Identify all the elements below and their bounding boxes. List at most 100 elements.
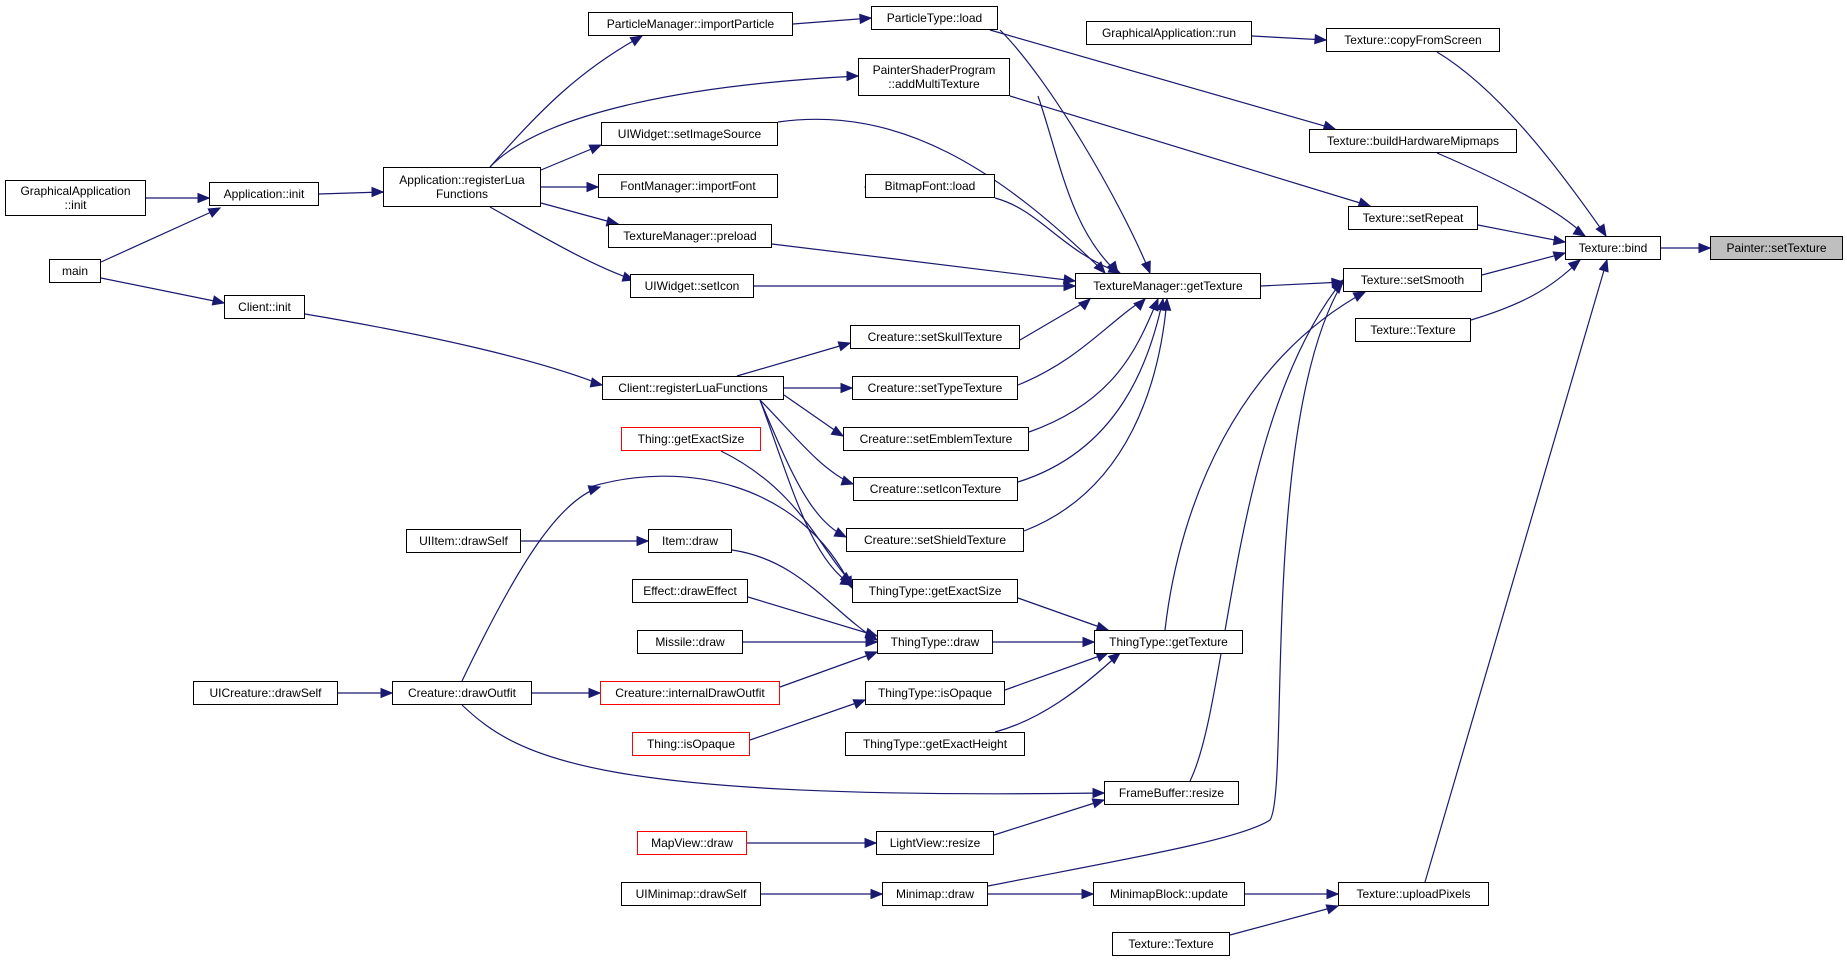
node-map-view-draw-truncated[interactable]: MapView::draw xyxy=(637,831,747,855)
node-particle-manager-import-particle[interactable]: ParticleManager::importParticle xyxy=(588,12,793,36)
node-minimap-draw[interactable]: Minimap::draw xyxy=(882,882,988,906)
node-creature-set-icon-texture[interactable]: Creature::setIconTexture xyxy=(853,477,1018,501)
edge-line xyxy=(1260,281,1344,287)
edge-line xyxy=(783,394,844,437)
node-thing-type-get-texture[interactable]: ThingType::getTexture xyxy=(1094,630,1243,654)
node-minimap-block-update[interactable]: MinimapBlock::update xyxy=(1093,882,1245,906)
node-creature-set-skull-texture[interactable]: Creature::setSkullTexture xyxy=(850,325,1020,349)
edge-line xyxy=(1189,279,1344,782)
node-texture-upload-pixels[interactable]: Texture::uploadPixels xyxy=(1338,882,1489,906)
node-thing-type-is-opaque[interactable]: ThingType::isOpaque xyxy=(865,681,1005,705)
edge-line xyxy=(993,799,1105,836)
edge-arrowhead xyxy=(852,699,867,710)
node-client-register-lua-functions[interactable]: Client::registerLuaFunctions xyxy=(602,376,784,400)
node-main[interactable]: main xyxy=(49,259,101,283)
node-texture-bind[interactable]: Texture::bind xyxy=(1565,236,1661,260)
node-painter-set-texture-focus[interactable]: Painter::setTexture xyxy=(1710,236,1843,260)
node-particle-type-load[interactable]: ParticleType::load xyxy=(871,6,998,30)
node-thing-type-get-exact-height[interactable]: ThingType::getExactHeight xyxy=(845,732,1025,756)
node-thing-type-draw[interactable]: ThingType::draw xyxy=(877,630,993,654)
node-thing-type-get-exact-size[interactable]: ThingType::getExactSize xyxy=(852,579,1018,603)
node-creature-set-shield-texture[interactable]: Creature::setShieldTexture xyxy=(846,528,1024,552)
node-application-register-lua-functions[interactable]: Application::registerLua Functions xyxy=(383,167,541,207)
edge-arrowhead xyxy=(1552,235,1567,246)
edge-line xyxy=(1017,298,1164,483)
node-creature-internal-draw-outfit-truncated[interactable]: Creature::internalDrawOutfit xyxy=(600,681,780,705)
edge-arrowhead xyxy=(1092,787,1106,799)
edge-line xyxy=(461,486,601,682)
node-texture-texture-2[interactable]: Texture::Texture xyxy=(1112,932,1230,956)
edge-arrowhead xyxy=(1698,242,1712,254)
edge-arrowhead xyxy=(586,181,600,193)
node-ui-item-draw-self[interactable]: UIItem::drawSelf xyxy=(406,529,521,553)
edge-arrowhead xyxy=(1107,652,1122,665)
node-texture-copy-from-screen[interactable]: Texture::copyFromScreen xyxy=(1326,28,1500,52)
node-effect-draw-effect[interactable]: Effect::drawEffect xyxy=(632,579,748,603)
node-bitmap-font-load[interactable]: BitmapFont::load xyxy=(865,174,995,198)
node-font-manager-import-font[interactable]: FontManager::importFont xyxy=(598,174,778,198)
node-ui-widget-set-icon[interactable]: UIWidget::setIcon xyxy=(630,274,754,298)
node-graphical-application-init[interactable]: GraphicalApplication ::init xyxy=(5,180,146,216)
edge-arrowhead xyxy=(859,13,873,25)
node-texture-manager-preload[interactable]: TextureManager::preload xyxy=(608,224,772,248)
edge-line xyxy=(540,202,619,225)
node-missile-draw[interactable]: Missile::draw xyxy=(637,630,743,654)
node-creature-draw-outfit[interactable]: Creature::drawOutfit xyxy=(392,681,532,705)
edge-line xyxy=(1028,298,1159,433)
node-graphical-application-run[interactable]: GraphicalApplication::run xyxy=(1086,21,1252,45)
node-creature-set-emblem-texture[interactable]: Creature::setEmblemTexture xyxy=(843,427,1029,451)
edge-arrowhead xyxy=(1595,223,1607,238)
edge-arrowhead xyxy=(1106,260,1119,275)
edge-arrowhead xyxy=(587,485,602,496)
edge-arrowhead xyxy=(1160,297,1172,311)
edge-line xyxy=(989,29,1336,130)
node-painter-shader-program-add-multi-texture[interactable]: PainterShaderProgram ::addMultiTexture xyxy=(858,58,1010,96)
edge-arrowhead xyxy=(1093,260,1106,274)
edge-line xyxy=(1477,224,1566,243)
edge-line xyxy=(1481,252,1566,276)
edge-arrowhead xyxy=(842,575,853,590)
edge-arrowhead xyxy=(1082,636,1096,648)
node-client-init[interactable]: Client::init xyxy=(224,295,305,319)
edge-line xyxy=(461,704,1105,795)
edge-arrowhead xyxy=(371,186,385,198)
node-thing-is-opaque-truncated[interactable]: Thing::isOpaque xyxy=(632,732,750,756)
edge-arrowhead xyxy=(864,651,879,662)
edge-arrowhead xyxy=(1133,298,1146,311)
node-texture-set-smooth[interactable]: Texture::setSmooth xyxy=(1343,268,1482,292)
edge-line xyxy=(747,596,878,637)
edge-arrowhead xyxy=(1062,274,1077,285)
edge-line xyxy=(759,399,854,485)
edge-arrowhead xyxy=(1572,225,1587,237)
edge-arrowhead xyxy=(865,636,879,648)
node-frame-buffer-resize[interactable]: FrameBuffer::resize xyxy=(1104,781,1239,805)
node-texture-manager-get-texture[interactable]: TextureManager::getTexture xyxy=(1075,273,1261,299)
node-texture-build-hardware-mipmaps[interactable]: Texture::buildHardwareMipmaps xyxy=(1309,129,1517,153)
node-application-init[interactable]: Application::init xyxy=(209,182,319,206)
node-thing-get-exact-size-truncated[interactable]: Thing::getExactSize xyxy=(621,427,761,451)
edge-arrowhead xyxy=(1095,652,1110,663)
edge-arrowhead xyxy=(1326,888,1340,900)
edge-arrowhead xyxy=(589,377,604,388)
node-creature-set-type-texture[interactable]: Creature::setTypeTexture xyxy=(852,376,1018,400)
node-light-view-resize[interactable]: LightView::resize xyxy=(876,831,994,855)
node-ui-minimap-draw-self[interactable]: UIMinimap::drawSelf xyxy=(621,882,761,906)
edge-line xyxy=(999,29,1151,274)
edge-arrowhead xyxy=(1352,291,1367,302)
edge-arrowhead xyxy=(1552,251,1567,262)
node-texture-texture-1[interactable]: Texture::Texture xyxy=(1355,318,1471,342)
edge-line xyxy=(1436,51,1607,237)
edge-arrowhead xyxy=(1077,298,1091,311)
edge-line xyxy=(100,277,225,304)
edge-arrowhead xyxy=(1314,33,1328,45)
node-ui-creature-draw-self[interactable]: UICreature::drawSelf xyxy=(193,681,338,705)
node-texture-set-repeat[interactable]: Texture::setRepeat xyxy=(1348,206,1478,230)
node-ui-widget-set-image-source[interactable]: UIWidget::setImageSource xyxy=(601,122,778,146)
edge-arrowhead xyxy=(1567,259,1582,272)
edge-arrowhead xyxy=(197,192,211,204)
edge-line xyxy=(100,207,221,263)
edge-line xyxy=(720,450,853,584)
edge-arrowhead xyxy=(1063,280,1077,292)
node-item-draw[interactable]: Item::draw xyxy=(648,529,732,553)
